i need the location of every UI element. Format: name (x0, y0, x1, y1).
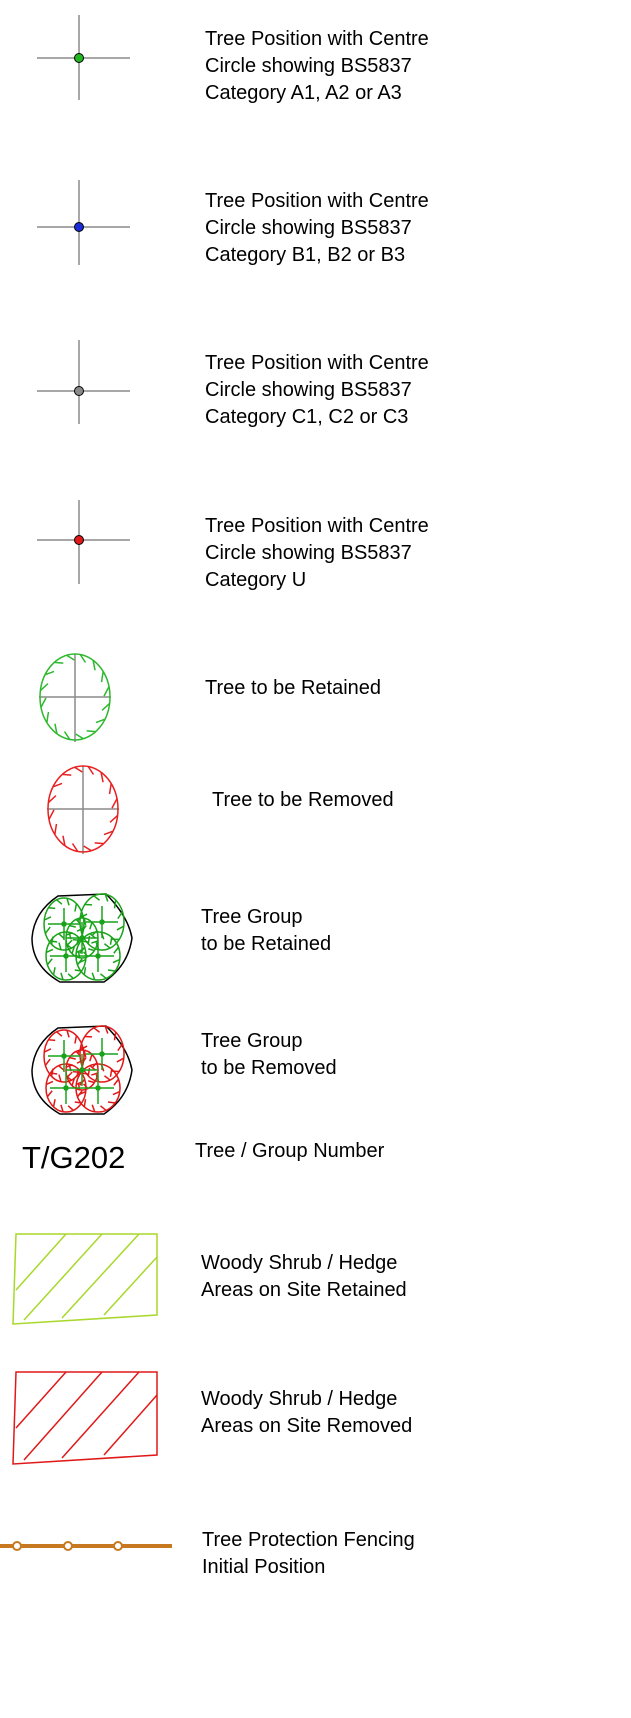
tree-canopy-retained-icon (39, 653, 111, 742)
legend-label: Woody Shrub / Hedge Areas on Site Retain… (201, 1252, 407, 1301)
tree-position-symbol-b (37, 180, 130, 265)
legend-label: Tree Group to be Removed (201, 1030, 337, 1079)
legend-label: Tree / Group Number (195, 1140, 385, 1162)
tree-canopy-removed-icon (47, 765, 119, 854)
tree-position-symbol-c (37, 340, 130, 424)
legend-label: Tree to be Removed (212, 789, 394, 811)
tree-position-symbol-u (37, 500, 130, 584)
legend-label: Tree Position with Centre Circle showing… (205, 352, 429, 428)
legend-label: Tree Position with Centre Circle showing… (205, 28, 429, 104)
legend-label: Woody Shrub / Hedge Areas on Site Remove… (201, 1388, 413, 1437)
tree-group-removed-icon (31, 1025, 133, 1115)
legend-label: Tree Protection Fencing Initial Position (202, 1529, 415, 1578)
protection-fence-line-icon (0, 1541, 172, 1551)
legend-label: Tree to be Retained (205, 677, 382, 699)
legend-label: Tree Position with Centre Circle showing… (205, 515, 429, 591)
tree-group-number-tag: T/G202 (22, 1140, 126, 1175)
legend-label: Tree Group to be Retained (201, 906, 332, 955)
category-u-dot (74, 535, 84, 545)
category-b-dot (74, 222, 84, 232)
category-c-dot (74, 386, 84, 396)
legend-label: Tree Position with Centre Circle showing… (205, 190, 429, 266)
shrub-hatch-retained-icon (12, 1233, 158, 1325)
tree-group-retained-icon (31, 893, 133, 983)
category-a-dot (74, 53, 84, 63)
shrub-hatch-removed-icon (12, 1371, 158, 1465)
tree-position-symbol-a (37, 15, 130, 100)
